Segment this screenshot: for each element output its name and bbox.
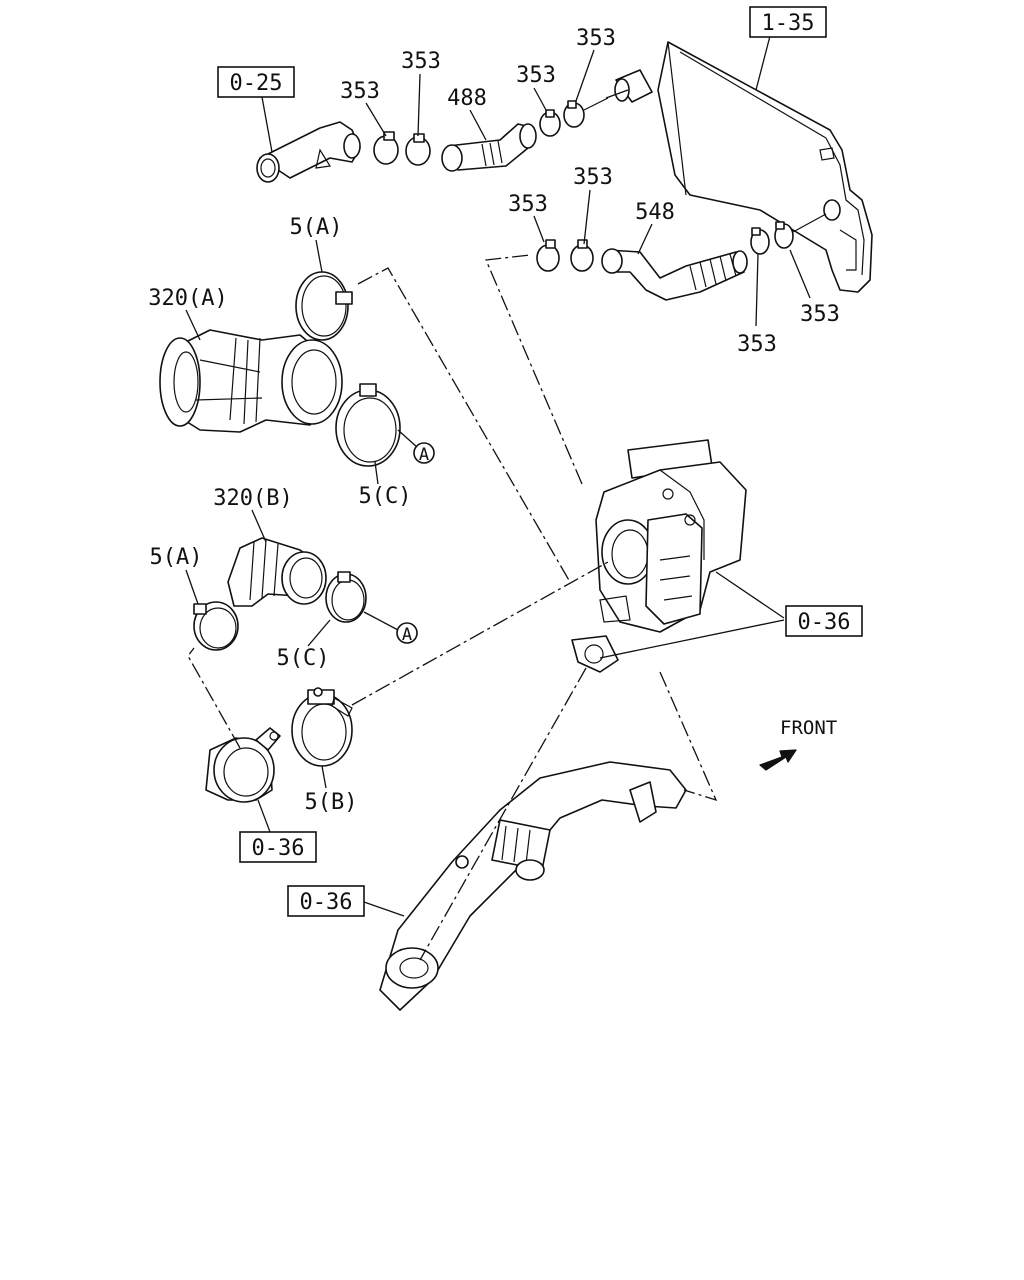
turbo-adapter — [205, 727, 281, 803]
label-5c: 5(C) — [277, 646, 330, 671]
clamp-353-b — [405, 133, 431, 166]
label-5b: 5(B) — [305, 790, 358, 815]
clamp-353-f — [570, 239, 594, 272]
hose-488 — [441, 123, 537, 172]
svg-text:0-25: 0-25 — [230, 71, 283, 96]
label-353: 353 — [401, 49, 441, 74]
label-548: 548 — [635, 200, 675, 225]
ref-box-0-36-turbo[interactable]: 0-36 — [785, 605, 863, 637]
label-353: 353 — [737, 332, 777, 357]
label-5a: 5(A) — [150, 545, 203, 570]
duct-320a — [159, 329, 343, 433]
turbocharger — [595, 439, 747, 633]
ref-box-0-36-clamp[interactable]: 0-36 — [239, 831, 317, 863]
marker-a: A — [396, 622, 418, 645]
clamp-5c-mid — [325, 571, 367, 623]
clamp-353-e — [536, 239, 560, 272]
leader-lines — [185, 35, 811, 917]
label-353: 353 — [800, 302, 840, 327]
ref-box-0-36-pipe[interactable]: 0-36 — [287, 885, 365, 917]
upper-pipe-0-25 — [256, 121, 361, 183]
svg-text:0-36: 0-36 — [300, 890, 353, 915]
front-label: FRONT — [780, 717, 837, 739]
label-320b: 320(B) — [213, 486, 292, 511]
duct-320b — [227, 537, 327, 607]
svg-text:1-35: 1-35 — [762, 11, 815, 36]
svg-text:0-36: 0-36 — [252, 836, 305, 861]
intercooler — [605, 41, 873, 293]
clamp-353-a — [373, 131, 399, 165]
label-5a: 5(A) — [290, 215, 343, 240]
clamp-353-c — [539, 109, 561, 137]
label-353: 353 — [576, 26, 616, 51]
gasket — [571, 635, 619, 673]
label-353: 353 — [573, 165, 613, 190]
svg-text:0-36: 0-36 — [798, 610, 851, 635]
clamp-5a-mid — [193, 601, 239, 651]
clamp-5a-top — [295, 271, 353, 341]
svg-text:A: A — [419, 445, 429, 465]
label-320a: 320(A) — [148, 286, 227, 311]
exhaust-pipe — [379, 761, 687, 1011]
arrow-front-icon — [759, 749, 797, 771]
label-353: 353 — [516, 63, 556, 88]
clamp-353-h — [774, 221, 794, 249]
ref-box-1-35[interactable]: 1-35 — [749, 6, 827, 38]
label-5c: 5(C) — [359, 484, 412, 509]
ref-box-0-25[interactable]: 0-25 — [217, 66, 295, 98]
clamp-353-g — [750, 227, 770, 255]
dashed-lines — [187, 254, 718, 961]
label-353: 353 — [340, 79, 380, 104]
marker-a: A — [413, 442, 435, 465]
label-488: 488 — [447, 86, 487, 111]
hose-548 — [601, 248, 748, 301]
clamp-5b — [291, 687, 353, 767]
svg-text:A: A — [402, 625, 412, 645]
clamp-5c-top — [335, 383, 401, 467]
label-353: 353 — [508, 192, 548, 217]
clamp-353-d — [563, 100, 585, 128]
